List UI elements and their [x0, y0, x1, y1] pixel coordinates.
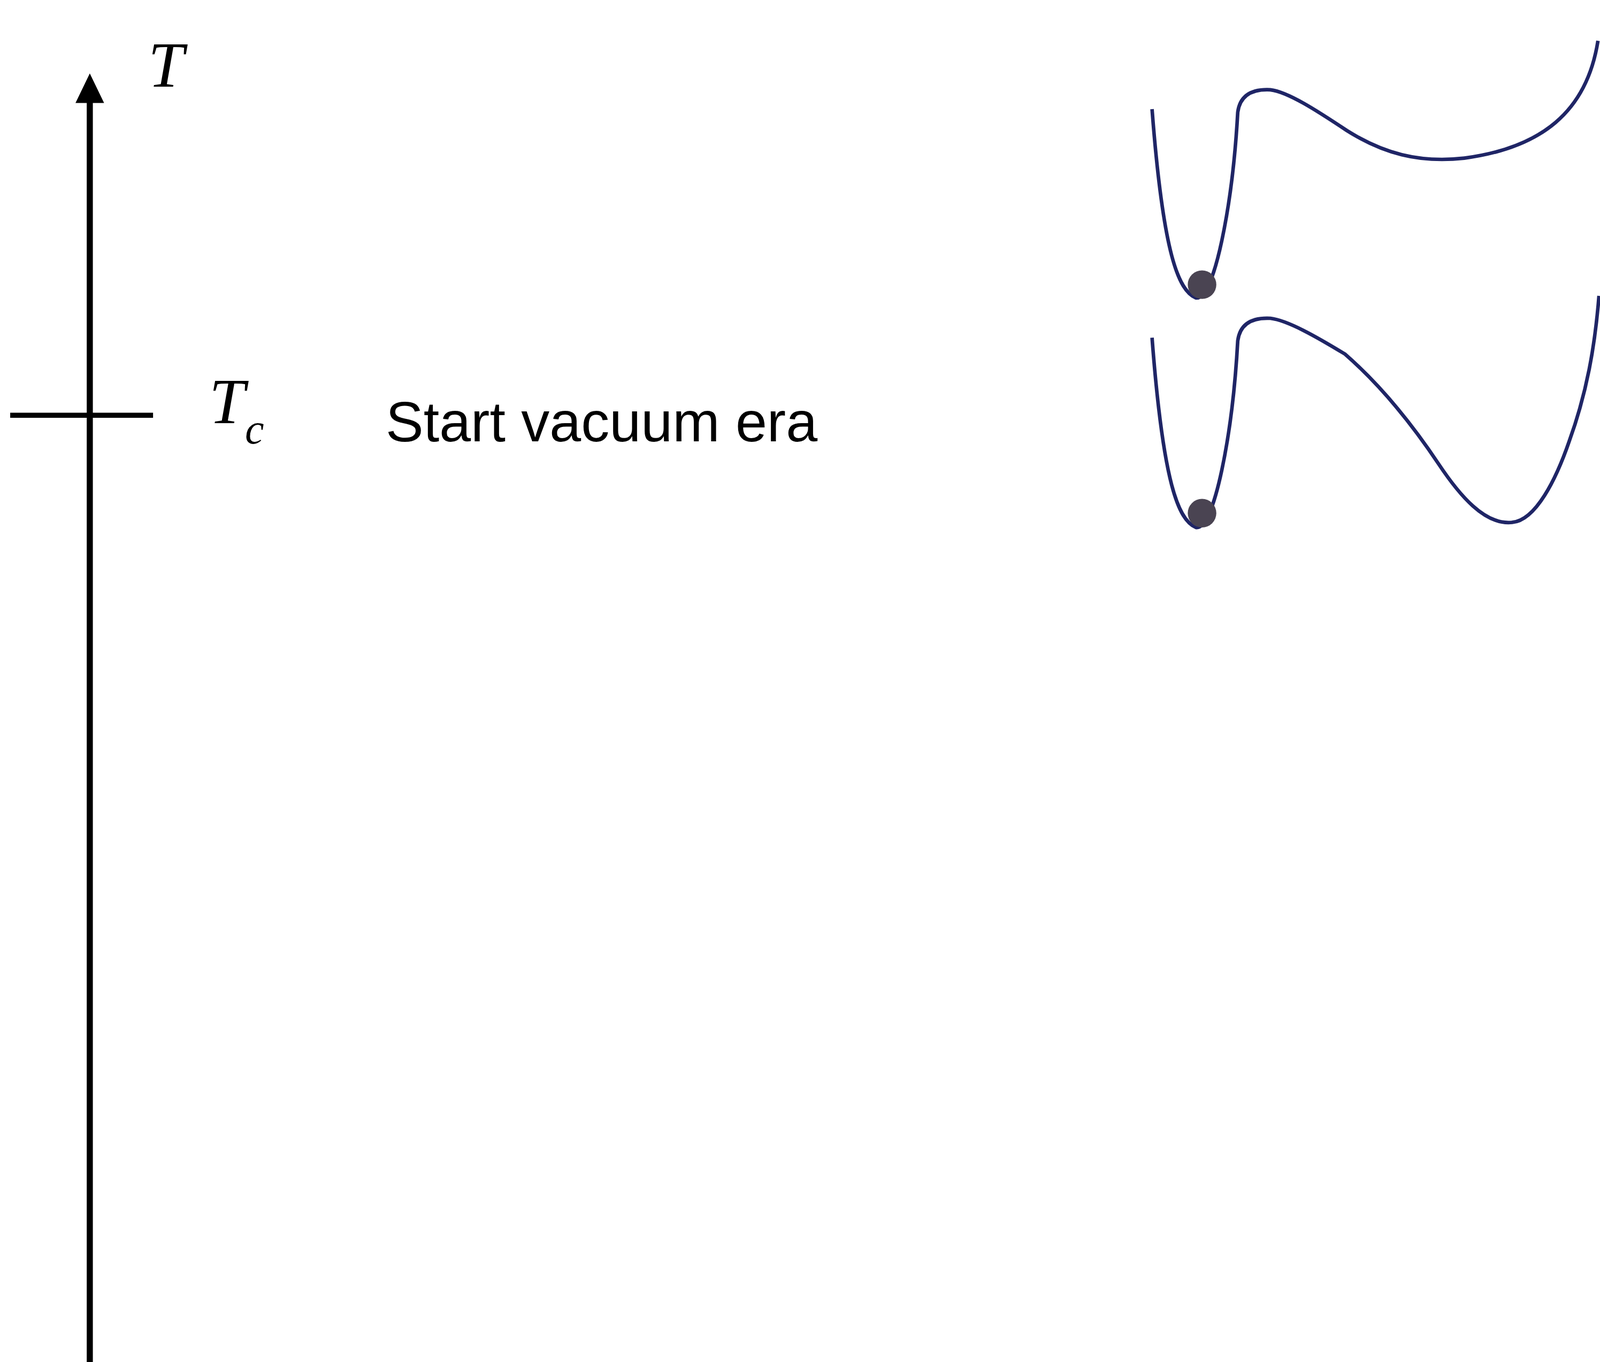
era-label: Start vacuum era [385, 393, 818, 450]
axis-label: T [148, 33, 185, 98]
temperature-axis [86, 100, 93, 1362]
potential-curve [1152, 40, 1599, 298]
field-ball [1187, 499, 1216, 528]
axis-arrowhead [75, 73, 104, 103]
axis-tick [10, 412, 153, 418]
field-ball [1187, 270, 1216, 299]
potential-curve [1152, 295, 1599, 528]
tick-label: T [209, 369, 246, 434]
tick-subscript: c [245, 407, 265, 451]
